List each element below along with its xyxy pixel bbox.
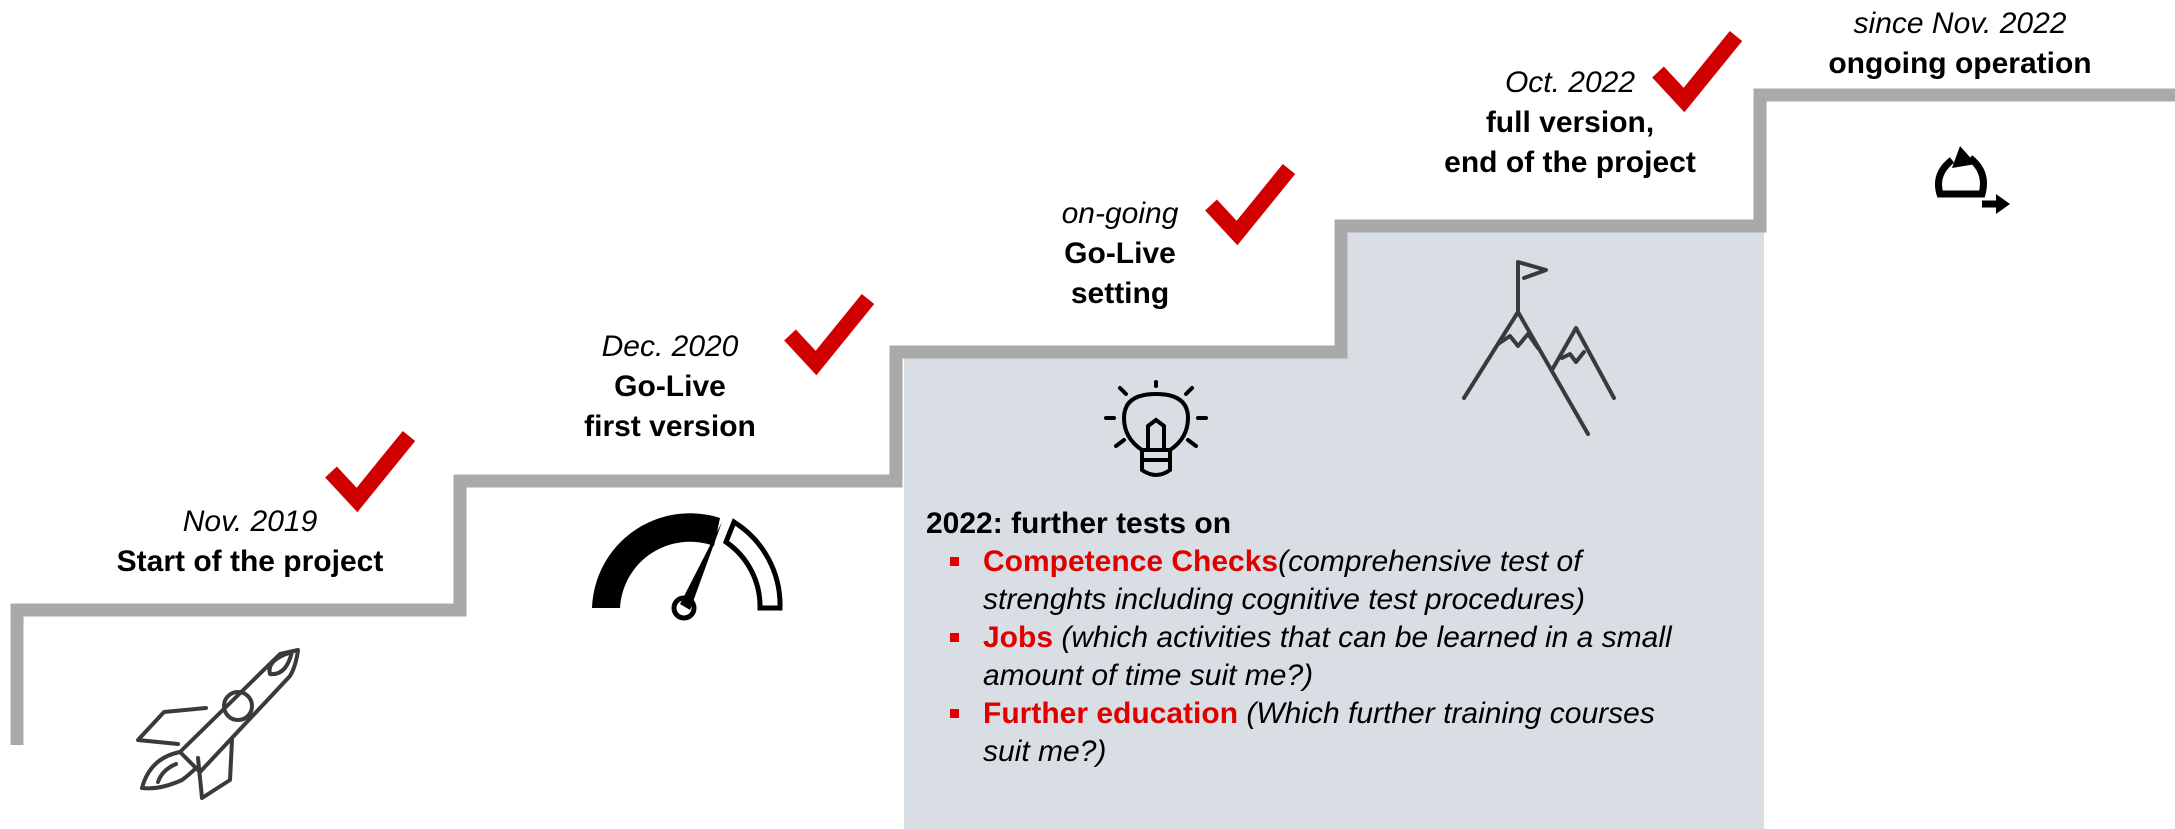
milestone-title: setting (1070, 277, 1170, 310)
lightbulb-icon (1104, 380, 1208, 477)
test-description: amount of time suit me?) (983, 659, 1314, 692)
milestone-title: first version (584, 410, 756, 443)
highlight-panel-upper (1341, 226, 1764, 356)
bullet-icon (950, 557, 959, 566)
milestone-4: Oct. 2022 full version, end of the proje… (1420, 63, 1720, 183)
test-description: (comprehensive test of (1278, 545, 1582, 578)
test-description: suit me?) (983, 735, 1107, 768)
milestone-title: full version, (1485, 106, 1655, 139)
milestone-1: Nov. 2019 Start of the project (100, 502, 400, 582)
milestone-date: Nov. 2019 (182, 505, 318, 538)
tests-heading: 2022: further tests on (926, 507, 1232, 540)
list-item: Further education (Which further trainin… (926, 695, 1766, 771)
test-label: Jobs (983, 621, 1054, 654)
milestone-date: since Nov. 2022 (1853, 7, 2067, 40)
test-label: Competence Checks (983, 545, 1279, 578)
cycle-arrow-icon (1935, 146, 2010, 214)
checkmark-icon (1652, 30, 1742, 113)
test-label: Further education (983, 697, 1239, 730)
milestone-date: Dec. 2020 (601, 330, 739, 363)
list-item: Competence Checks(comprehensive test of … (926, 543, 1766, 619)
milestone-title: Go-Live (614, 370, 726, 403)
list-item: Jobs (which activities that can be learn… (926, 619, 1766, 695)
tests-list: Competence Checks(comprehensive test of … (926, 543, 1766, 771)
highlight-panel (904, 352, 1764, 829)
test-description: (which activities that can be learned in… (1053, 621, 1672, 654)
milestone-date: on-going (1061, 197, 1179, 230)
checkmark-icon (784, 293, 874, 376)
test-description: strenghts including cognitive test proce… (983, 583, 1585, 616)
milestone-3: on-going Go-Live setting (970, 194, 1270, 314)
test-description: (Which further training courses (1238, 697, 1655, 730)
milestone-title: Start of the project (116, 545, 384, 578)
bullet-icon (950, 633, 959, 642)
milestone-date: Oct. 2022 (1504, 66, 1636, 99)
bullet-icon (950, 709, 959, 718)
milestone-5: since Nov. 2022 ongoing operation (1810, 4, 2110, 84)
checkmark-icon (1205, 163, 1295, 246)
speedometer-icon (592, 513, 783, 621)
rocket-icon (136, 648, 300, 800)
milestone-title: end of the project (1444, 146, 1696, 179)
milestone-title: ongoing operation (1828, 47, 2092, 80)
tests-section: 2022: further tests on Competence Checks… (926, 505, 1766, 771)
checkmark-icon (325, 430, 415, 513)
milestone-title: Go-Live (1064, 237, 1176, 270)
milestone-2: Dec. 2020 Go-Live first version (520, 327, 820, 447)
mountain-flag-icon (1462, 260, 1616, 436)
